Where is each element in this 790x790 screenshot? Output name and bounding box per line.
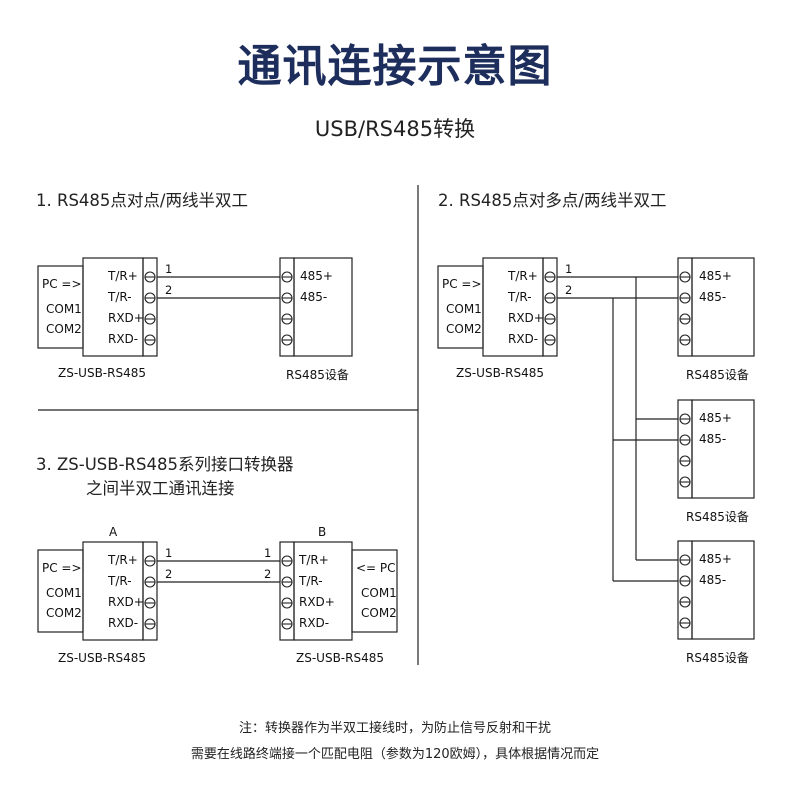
s3-converter-a-terminal-strip [142,541,158,641]
s2-device3-box [691,540,755,640]
s2-pc-label: PC => [442,277,482,291]
s3-box-label-b: B [318,525,327,539]
s3-com2-label-b: COM2 [361,606,397,620]
s1-com2-label: COM2 [46,322,82,336]
s1-wire-1-number: 1 [165,262,173,276]
s2-dev1-pin-485-plus: 485+ [699,269,732,283]
s1-pin-tr-plus: T/R+ [108,269,138,283]
s3-wire-1-number-b: 1 [264,546,272,560]
s1-pin-rxd-minus: RXD- [108,332,139,346]
s3-wire-2-number-b: 2 [264,567,272,581]
s2-wire-2-number: 2 [565,283,573,297]
s2-dev1-name: RS485设备 [686,368,749,382]
page-title: 通讯连接示意图 [237,41,553,92]
s1-device-box [293,257,353,357]
s3-com1-label-a: COM1 [46,586,82,600]
s1-device-name: RS485设备 [286,368,349,382]
s1-pin-tr-minus: T/R- [108,290,132,304]
s2-device1-box [691,257,755,357]
s1-converter-terminal-strip [142,257,158,357]
s3-converter-a-name: ZS-USB-RS485 [58,651,146,665]
s3-com2-label-a: COM2 [46,606,82,620]
s2-dev2-pin-485-minus: 485- [699,432,727,446]
s3-b-pin-rxd-plus: RXD+ [299,595,335,609]
s3-pc-label-b: <= PC [356,561,396,575]
s2-dev2-name: RS485设备 [686,510,749,524]
s1-converter-name: ZS-USB-RS485 [58,366,146,380]
s2-pin-tr-minus: T/R- [508,290,532,304]
s2-dev3-pin-485-minus: 485- [699,573,727,587]
section-3-heading-line1: 3. ZS-USB-RS485系列接口转换器 [36,455,294,474]
s2-converter-terminal-strip [542,257,558,357]
s2-wire-1-number: 1 [565,262,573,276]
s2-dev1-pin-485-minus: 485- [699,290,727,304]
note-line-1: 注：转换器作为半双工接线时，为防止信号反射和干扰 [238,721,551,736]
s3-wire-2-number-a: 2 [165,567,173,581]
note-line-2: 需要在线路终端接一个匹配电阻（参数为120欧姆），具体根据情况而定 [190,747,600,762]
section-1-heading: 1. RS485点对点/两线半双工 [36,191,248,210]
s3-a-pin-rxd-plus: RXD+ [108,595,144,609]
s2-dev2-pin-485-plus: 485+ [699,411,732,425]
section-3-heading-line2: 之间半双工通讯连接 [86,479,235,498]
s2-pin-rxd-minus: RXD- [508,332,539,346]
s1-pin-rxd-plus: RXD+ [108,311,144,325]
s3-b-pin-tr-plus: T/R+ [299,553,329,567]
s2-pin-tr-plus: T/R+ [508,269,538,283]
s2-pin-rxd-plus: RXD+ [508,311,544,325]
s3-b-pin-rxd-minus: RXD- [299,616,330,630]
s1-pc-label: PC => [42,277,82,291]
s1-wire-2-number: 2 [165,283,173,297]
s3-pc-box-b [351,549,398,633]
s2-dev3-pin-485-plus: 485+ [699,552,732,566]
s3-a-pin-rxd-minus: RXD- [108,616,139,630]
s2-converter-name: ZS-USB-RS485 [456,366,544,380]
screw-terminals [144,271,691,630]
s2-com1-label: COM1 [446,302,482,316]
s3-b-pin-tr-minus: T/R- [299,574,323,588]
s2-com2-label: COM2 [446,322,482,336]
s3-wire-1-number-a: 1 [165,546,173,560]
s2-dev3-name: RS485设备 [686,651,749,665]
s2-device2-box [691,399,755,499]
s3-box-label-a: A [109,525,118,539]
s3-a-pin-tr-minus: T/R- [108,574,132,588]
s3-com1-label-b: COM1 [361,586,397,600]
s3-a-pin-tr-plus: T/R+ [108,553,138,567]
section-2-heading: 2. RS485点对多点/两线半双工 [438,191,667,210]
s1-device-pin-485-minus: 485- [300,290,328,304]
s1-device-pin-485-plus: 485+ [300,269,333,283]
page-subtitle: USB/RS485转换 [314,117,476,141]
s1-com1-label: COM1 [46,302,82,316]
s3-converter-b-name: ZS-USB-RS485 [296,651,384,665]
s3-pc-label-a: PC => [42,561,82,575]
